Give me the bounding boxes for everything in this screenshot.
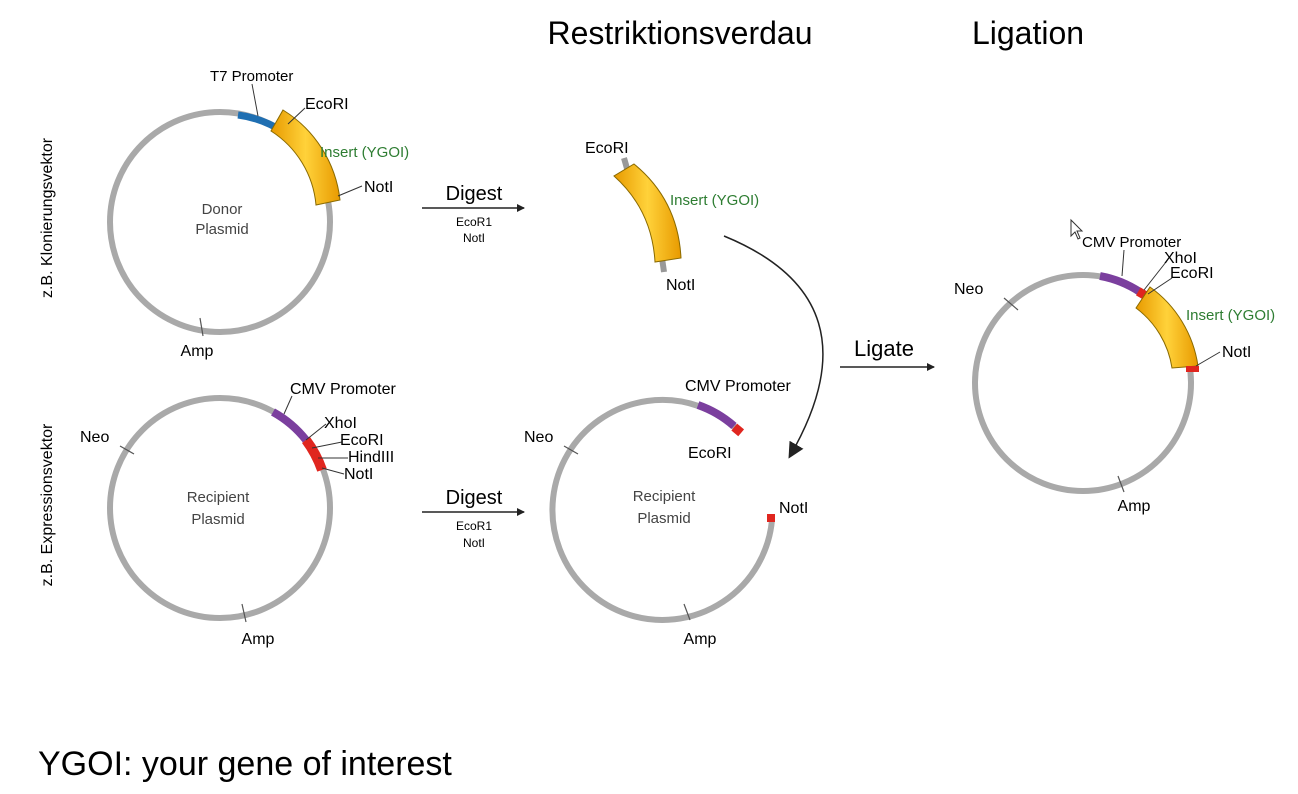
product-xhoi-label: XhoI (1164, 250, 1197, 267)
product-neo-label: Neo (954, 281, 983, 298)
digest-label-bottom: Digest (446, 487, 503, 509)
donor-name-line2: Plasmid (195, 221, 248, 238)
fragment-insert (613, 163, 682, 263)
recipient-hindiii-label: HindIII (348, 449, 394, 466)
cut-recipient-backbone (549, 397, 775, 623)
cut-recipient-ecori-end (731, 423, 745, 437)
recipient-xhoi-label: XhoI (324, 415, 357, 432)
product-cmv (1099, 272, 1143, 296)
cut-recipient-name-line2: Plasmid (637, 510, 690, 527)
donor-insert (270, 109, 341, 206)
cut-recipient-neo-label: Neo (524, 429, 553, 446)
cut-recipient-noti-end (767, 514, 775, 522)
donor-t7-label: T7 Promoter (210, 68, 293, 85)
footnote: YGOI: your gene of interest (38, 745, 452, 783)
side-label-cloning: z.B. Klonierungsvektor (39, 137, 56, 298)
product-plasmid: CMV Promoter XhoI EcoRI Insert (YGOI) No… (954, 234, 1275, 515)
cut-recipient-plasmid: CMV Promoter EcoRI NotI Neo Recipient Pl… (524, 378, 808, 648)
digest-enzyme2-top: NotI (463, 231, 485, 245)
donor-backbone (107, 109, 333, 335)
donor-noti-label: NotI (364, 179, 393, 196)
fragment-to-recipient-arrow (723, 235, 824, 459)
recipient-amp-label: Amp (242, 631, 275, 648)
recipient-mcs (301, 436, 327, 472)
product-noti-label: NotI (1222, 344, 1251, 361)
recipient-ecori-label: EcoRI (340, 432, 384, 449)
ligate-label: Ligate (854, 336, 914, 361)
fragment-ecori-label: EcoRI (585, 140, 629, 157)
digest-enzyme1-top: EcoR1 (456, 215, 492, 229)
cut-recipient-name-line1: Recipient (633, 488, 696, 505)
side-label-expression: z.B. Expressionsvektor (39, 423, 56, 586)
donor-name-line1: Donor (202, 201, 243, 218)
donor-insert-label: Insert (YGOI) (320, 144, 409, 161)
fragment-noti-label: NotI (666, 277, 695, 294)
digest-enzyme1-bottom: EcoR1 (456, 519, 492, 533)
digest-step-bottom: Digest EcoR1 NotI (422, 487, 525, 550)
digest-label-top: Digest (446, 183, 503, 205)
product-insert (1135, 286, 1199, 369)
digest-enzyme2-bottom: NotI (463, 536, 485, 550)
product-noti-site (1186, 366, 1199, 372)
cut-recipient-cmv-label: CMV Promoter (685, 378, 791, 395)
fragment-insert-label: Insert (YGOI) (670, 192, 759, 209)
donor-amp-label: Amp (181, 343, 214, 360)
cut-recipient-cmv (696, 401, 737, 430)
recipient-neo-label: Neo (80, 429, 109, 446)
ligate-step: Ligate (840, 336, 935, 371)
heading-digest: Restriktionsverdau (548, 15, 813, 51)
heading-ligation: Ligation (972, 15, 1084, 51)
recipient-backbone (107, 395, 333, 621)
donor-ecori-label: EcoRI (305, 96, 349, 113)
recipient-noti-label: NotI (344, 466, 373, 483)
digest-step-top: Digest EcoR1 NotI (422, 183, 525, 245)
product-amp-label: Amp (1118, 498, 1151, 515)
mouse-cursor-icon (1070, 218, 1084, 240)
recipient-cmv-label: CMV Promoter (290, 381, 396, 398)
cut-recipient-amp-label: Amp (684, 631, 717, 648)
product-backbone (972, 272, 1194, 494)
recipient-cmv-promoter (270, 408, 310, 443)
recipient-plasmid: CMV Promoter XhoI EcoRI HindIII NotI Neo… (80, 381, 396, 648)
recipient-name-line2: Plasmid (191, 511, 244, 528)
cut-recipient-ecori-label: EcoRI (688, 445, 732, 462)
product-cmv-label: CMV Promoter (1082, 234, 1181, 251)
product-insert-label: Insert (YGOI) (1186, 307, 1275, 324)
product-ecori-label: EcoRI (1170, 265, 1214, 282)
cut-recipient-noti-label: NotI (779, 500, 808, 517)
insert-fragment: EcoRI Insert (YGOI) NotI (585, 140, 759, 294)
recipient-name-line1: Recipient (187, 489, 250, 506)
donor-plasmid: T7 Promoter EcoRI Insert (YGOI) NotI Don… (107, 68, 409, 360)
